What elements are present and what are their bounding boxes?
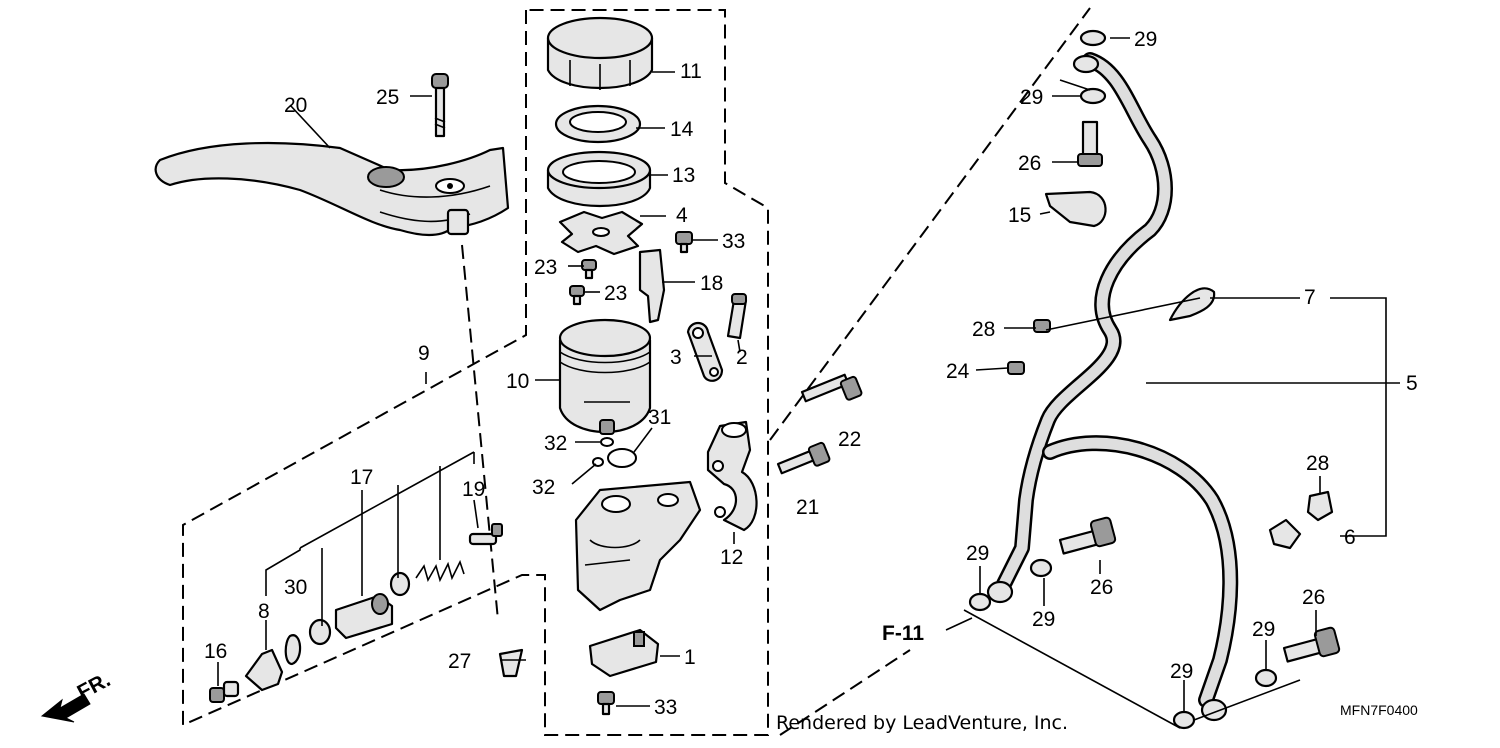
label-13: 13 [672,164,695,187]
label-29-right: 29 [1252,618,1275,641]
label-1: 1 [684,646,696,669]
label-16: 16 [204,640,227,663]
label-28-right: 28 [1306,452,1329,475]
label-2: 2 [736,346,748,369]
label-22: 22 [838,428,861,451]
label-29-bottom: 29 [1170,660,1193,683]
label-32-b: 32 [532,476,555,499]
label-28-left: 28 [972,318,995,341]
reservoir-parts [546,16,748,468]
label-24: 24 [946,360,970,383]
label-23-b: 23 [604,282,627,305]
label-4: 4 [676,204,688,227]
label-30: 30 [284,576,307,599]
label-26-mid: 26 [1090,576,1113,599]
label-26-top: 26 [1018,152,1041,175]
master-cylinder-body [574,420,758,716]
label-11: 11 [680,60,702,83]
mount-bolts [776,373,863,475]
label-10: 10 [506,370,529,393]
label-21: 21 [796,496,819,519]
brake-hoses [968,29,1341,730]
label-27: 27 [448,650,471,673]
label-8: 8 [258,600,270,623]
label-12: 12 [720,546,743,569]
front-direction-arrow: FR. [40,668,114,723]
assembly-outlines [182,7,1091,736]
brake-lever [154,141,510,237]
reference-f11: F-11 [882,622,924,645]
label-29-top: 29 [1134,28,1157,51]
label-17: 17 [350,466,373,489]
label-18: 18 [700,272,723,295]
piston-assembly [209,523,524,703]
label-33-upper: 33 [722,230,745,253]
label-9: 9 [418,342,430,365]
label-7: 7 [1304,286,1316,309]
label-26-right: 26 [1302,586,1325,609]
label-29-left: 29 [966,542,989,565]
label-31: 31 [648,406,671,429]
label-6: 6 [1344,526,1356,549]
label-25: 25 [376,86,399,109]
label-29-second: 29 [1020,86,1043,109]
label-19: 19 [462,478,485,501]
label-15: 15 [1008,204,1031,227]
pivot-bolt-25 [431,73,449,138]
label-33-lower: 33 [654,696,677,719]
label-23-a: 23 [534,256,557,279]
leader-lines [217,37,1400,729]
label-32-a: 32 [544,432,567,455]
part-labels: 11 14 13 4 33 23 23 18 3 2 10 31 32 32 1… [204,28,1418,719]
label-3: 3 [670,346,682,369]
credit-text: Rendered by LeadVenture, Inc. [776,712,1068,734]
label-5: 5 [1406,372,1418,395]
label-14: 14 [670,118,694,141]
label-20: 20 [284,94,307,117]
label-29-mid: 29 [1032,608,1055,631]
diagram-code: MFN7F0400 [1340,702,1418,718]
